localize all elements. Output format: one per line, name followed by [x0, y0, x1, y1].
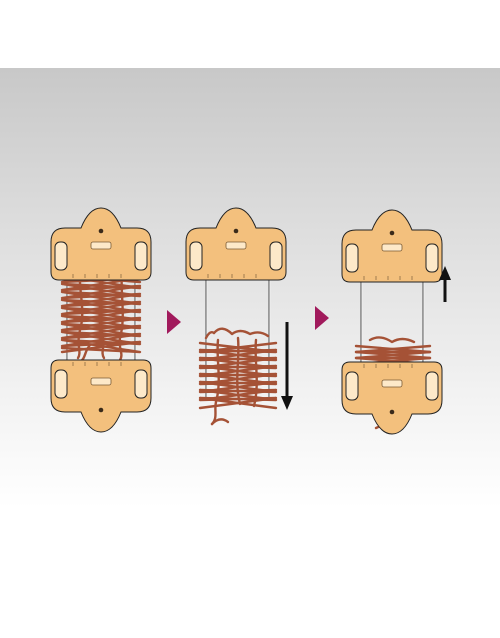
step-2-top-plate: [185, 207, 287, 281]
knitting-loom-diagram: [50, 207, 451, 435]
diagram-panel: [0, 68, 500, 568]
arrow-up-icon: [439, 266, 451, 302]
step-1-yarn-wraps: [60, 266, 142, 364]
step-3-bottom-plate: [341, 361, 443, 435]
arrow-down-icon: [281, 322, 293, 410]
step-1-top-plate: [50, 207, 152, 281]
step-1-loom: [50, 207, 152, 433]
play-triangle-icon: [315, 306, 329, 330]
play-triangle-icon: [167, 310, 181, 334]
step-2-loom: [185, 207, 293, 426]
step-3-loom: [341, 209, 451, 435]
step-1-bottom-plate: [50, 359, 152, 433]
step-3-top-plate: [341, 209, 443, 283]
step-2-yarn-wraps: [198, 327, 278, 426]
